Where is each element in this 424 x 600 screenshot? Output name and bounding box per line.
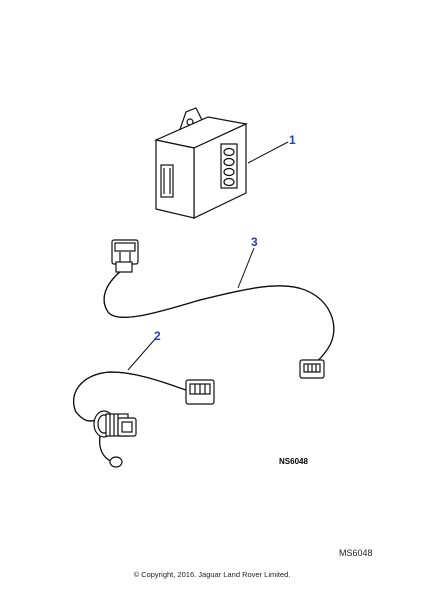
callout-2: 2 <box>154 329 161 343</box>
leader-line-1 <box>247 141 289 164</box>
copyright-notice: © Copyright, 2016. Jaguar Land Rover Lim… <box>133 570 291 579</box>
callout-1: 1 <box>289 133 296 147</box>
diagram-code: NS6048 <box>279 457 308 466</box>
reference-code: MS6048 <box>339 548 373 558</box>
control-module-part-1 <box>154 107 248 219</box>
harness-part-2 <box>73 371 215 468</box>
leader-line-2 <box>127 337 157 371</box>
callout-3: 3 <box>251 235 258 249</box>
leader-line-3 <box>237 247 255 289</box>
harness-part-3 <box>103 239 335 379</box>
